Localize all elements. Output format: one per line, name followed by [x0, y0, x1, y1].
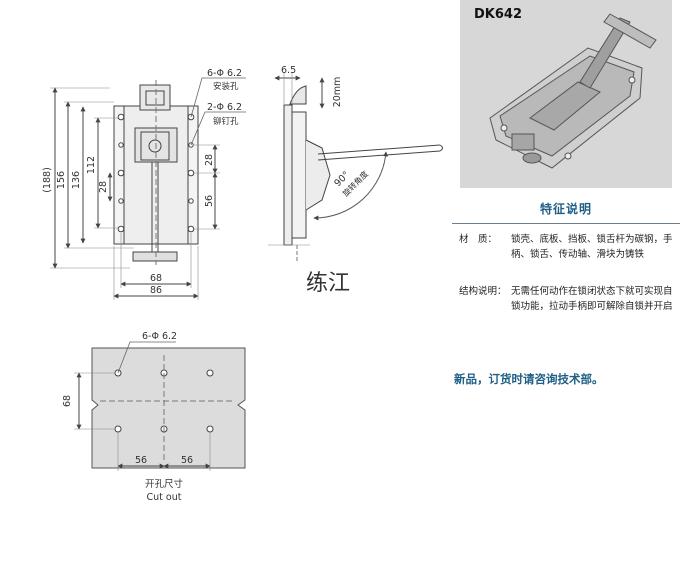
- dim-56-right: 56: [204, 195, 215, 207]
- t-handle: [132, 251, 178, 262]
- cutout-caption-cn: 开孔尺寸: [145, 478, 184, 490]
- cutout-panel: [91, 347, 246, 469]
- hole-callout-2-note: 铆钉孔: [213, 116, 239, 127]
- dim-188: (188): [42, 167, 53, 193]
- product-photo-illustration: [489, 13, 657, 169]
- dim-28-left: 28: [98, 181, 109, 193]
- section-divider: [452, 223, 680, 224]
- dim-20mm: 20mm: [332, 77, 343, 108]
- hole-callout-1-note: 安装孔: [213, 81, 239, 92]
- spec-material-text: 锁壳、底板、挡板、锁舌杆为碳钢，手柄、锁舌、传动轴、滑块为铸铁: [511, 234, 673, 260]
- order-notice: 新品，订货时请咨询技术部。: [454, 372, 604, 386]
- cutout-dim-56-a: 56: [135, 455, 147, 466]
- side-plate: [283, 104, 293, 246]
- side-view: [268, 72, 443, 262]
- spec-structure-text: 无需任何动作在锁闭状态下就可实现自锁功能，拉动手柄即可解除自锁并开启: [511, 286, 673, 312]
- product-photo: DK642: [460, 0, 672, 188]
- spec-material-label: 材 质：: [459, 234, 498, 245]
- dim-156: 156: [56, 171, 67, 189]
- dim-112: 112: [86, 156, 97, 174]
- cutout-dim-56-b: 56: [181, 455, 193, 466]
- cutout-hole-callout: 6-Φ 6.2: [142, 331, 177, 342]
- dim-28-right: 28: [204, 154, 215, 166]
- dim-68: 68: [150, 273, 162, 284]
- cutout-caption-en: Cut out: [147, 492, 182, 503]
- hole-callout-2: 2-Φ 6.2: [207, 102, 242, 113]
- spec-structure-label: 结构说明：: [459, 286, 507, 297]
- cutout-view: [74, 341, 246, 471]
- mounting-holes: [117, 113, 195, 233]
- lock-housing-top: [139, 84, 171, 111]
- section-title: 特征说明: [539, 202, 592, 216]
- dim-86: 86: [150, 285, 162, 296]
- cutout-dim-68: 68: [62, 395, 73, 407]
- dim-136: 136: [71, 171, 82, 189]
- dim-6-5: 6.5: [281, 65, 296, 76]
- front-view-labels: 6-Φ 6.2 安装孔 2-Φ 6.2 铆钉孔 (188) 156 136 11…: [42, 68, 242, 296]
- model-number: DK642: [474, 7, 523, 22]
- cutout-labels: 6-Φ 6.2 68 56 56 开孔尺寸 Cut out: [62, 331, 193, 503]
- watermark: 练江: [306, 271, 350, 296]
- front-view: [50, 77, 246, 300]
- product-info-panel: DK642 特征说明 材 质： 锁壳、底板、挡板、锁舌杆为碳钢，手柄、锁舌、传动…: [452, 0, 680, 570]
- hole-callout-1: 6-Φ 6.2: [207, 68, 242, 79]
